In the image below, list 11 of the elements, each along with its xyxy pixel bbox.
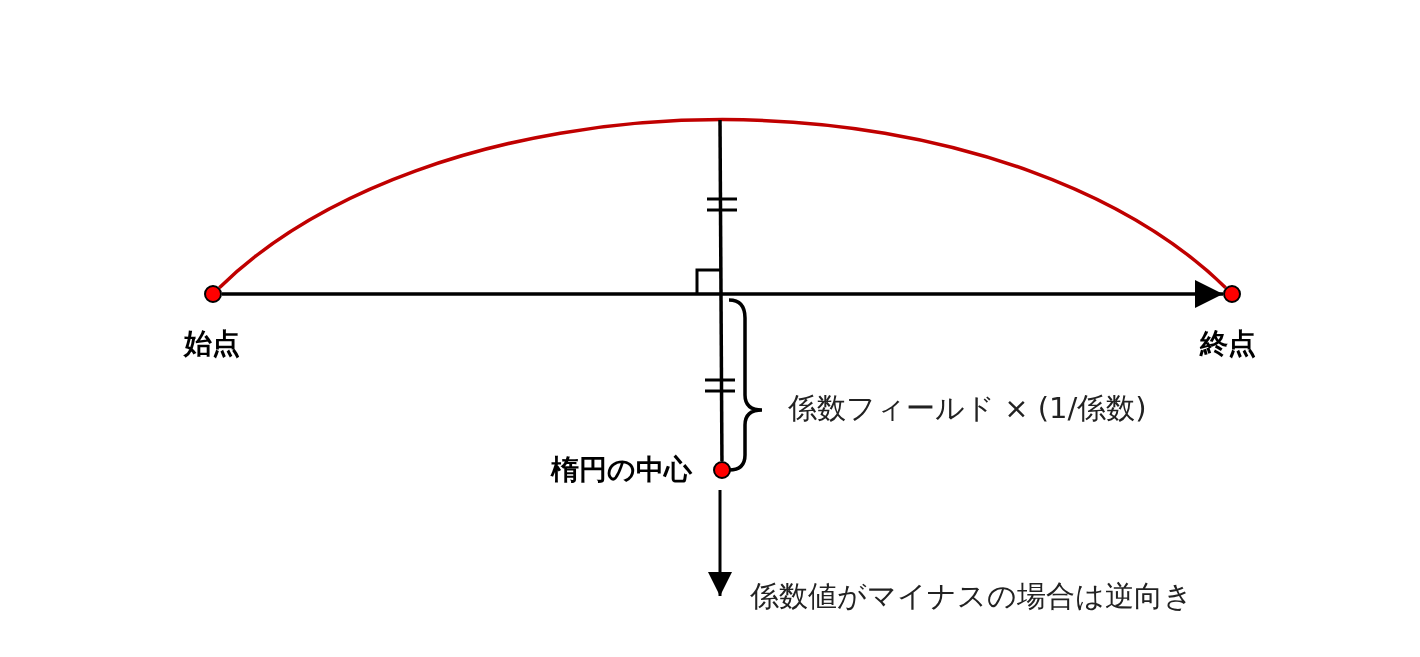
perpendicular-line <box>718 120 724 461</box>
point-marker <box>713 461 731 479</box>
point-label: 終点 <box>1200 326 1256 362</box>
annotation-text: 係数値がマイナスの場合は逆向き <box>750 578 1193 615</box>
point-marker <box>1223 285 1241 303</box>
point-marker <box>204 285 222 303</box>
point-label: 始点 <box>184 326 240 362</box>
point-label: 楕円の中心 <box>551 452 692 488</box>
annotation-text: 係数フィールド × (1/係数) <box>788 390 1147 427</box>
arrow <box>222 280 1223 308</box>
arc <box>218 118 1227 289</box>
